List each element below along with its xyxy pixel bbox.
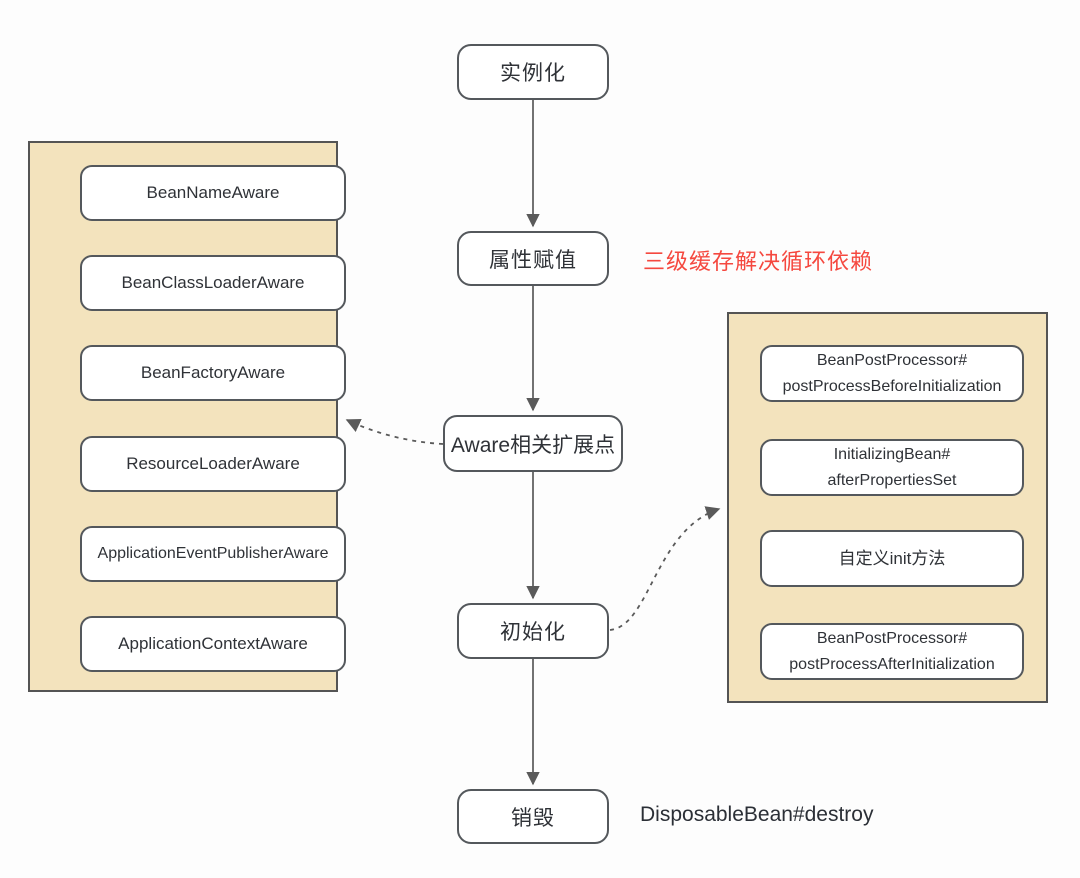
init-node-after-properties-set: InitializingBean# afterPropertiesSet — [760, 439, 1024, 496]
aware-node-bean-class-loader-aware: BeanClassLoaderAware — [80, 255, 346, 311]
flow-node-destruction: 销毁 — [457, 789, 609, 844]
node-label: 实例化 — [500, 62, 566, 85]
node-label-line1: 自定义init方法 — [838, 548, 946, 568]
node-label-line2: postProcessBeforeInitialization — [782, 377, 1002, 395]
node-label: BeanNameAware — [146, 183, 280, 202]
aware-node-application-event-publisher-aware: ApplicationEventPublisherAware — [80, 526, 346, 582]
node-label: 销毁 — [511, 806, 555, 830]
node-label: 属性赋值 — [489, 248, 577, 272]
node-label: ApplicationContextAware — [118, 634, 308, 653]
init-node-custom-init-method: 自定义init方法 — [760, 530, 1024, 587]
flow-node-aware-extension: Aware相关扩展点 — [443, 415, 623, 472]
node-label: BeanFactoryAware — [140, 363, 286, 382]
initialization-callbacks-panel: BeanPostProcessor# postProcessBeforeInit… — [727, 312, 1048, 703]
node-label: Aware相关扩展点 — [450, 433, 616, 457]
init-node-post-process-after-initialization: BeanPostProcessor# postProcessAfterIniti… — [760, 623, 1024, 680]
aware-node-bean-name-aware: BeanNameAware — [80, 165, 346, 221]
node-label-line1: BeanPostProcessor# — [816, 351, 968, 369]
node-label-line1: InitializingBean# — [833, 445, 951, 463]
aware-node-resource-loader-aware: ResourceLoaderAware — [80, 436, 346, 492]
circular-dependency-annotation: 三级缓存解决循环依赖 — [643, 249, 874, 274]
node-label: ResourceLoaderAware — [126, 454, 300, 473]
init-to-panel-dashed-arrow — [609, 506, 721, 631]
node-label-line2: afterPropertiesSet — [827, 471, 957, 489]
node-label: BeanClassLoaderAware — [121, 273, 305, 292]
node-label-line1: BeanPostProcessor# — [816, 629, 968, 647]
flow-node-property-assignment: 属性赋值 — [457, 231, 609, 286]
node-label: 初始化 — [500, 621, 566, 644]
node-label-line2: postProcessAfterInitialization — [789, 655, 995, 673]
flow-node-initialization: 初始化 — [457, 603, 609, 659]
destroy-method-annotation: DisposableBean#destroy — [640, 803, 874, 826]
aware-to-panel-dashed-arrow — [345, 418, 444, 445]
aware-node-bean-factory-aware: BeanFactoryAware — [80, 345, 346, 401]
aware-node-application-context-aware: ApplicationContextAware — [80, 616, 346, 672]
aware-interfaces-panel: BeanNameAware BeanClassLoaderAware BeanF… — [28, 141, 346, 692]
node-label: ApplicationEventPublisherAware — [97, 545, 329, 562]
init-node-post-process-before-initialization: BeanPostProcessor# postProcessBeforeInit… — [760, 345, 1024, 402]
flow-node-instantiation: 实例化 — [457, 44, 609, 100]
